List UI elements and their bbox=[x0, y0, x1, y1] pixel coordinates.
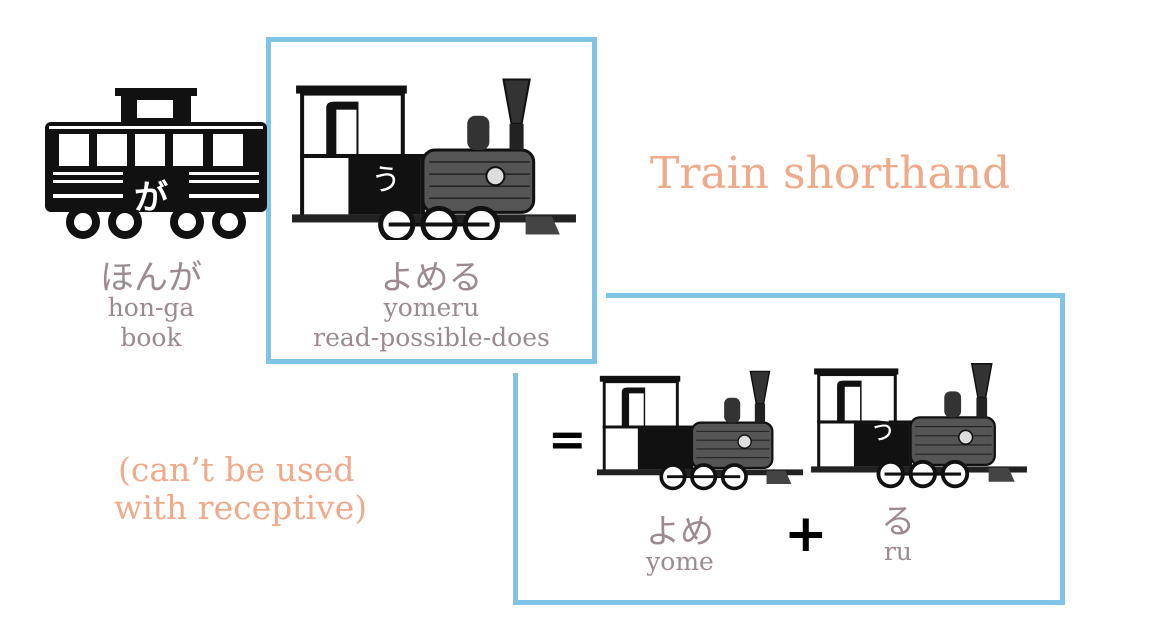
plus-sign: + bbox=[784, 504, 828, 564]
left-romaji: yome bbox=[646, 547, 714, 576]
engine-romaji: yomeru bbox=[383, 293, 480, 322]
slide-title: Train shorthand bbox=[650, 148, 1011, 199]
right-kana: る bbox=[881, 502, 915, 542]
left-kana: よめ bbox=[646, 512, 714, 552]
engine-glyph: う bbox=[371, 163, 401, 198]
equals-sign: = bbox=[548, 412, 587, 466]
note-line-1: (can’t be used bbox=[118, 450, 355, 489]
train-car-icon bbox=[45, 88, 267, 239]
engine-gloss: read-possible-does bbox=[313, 323, 550, 352]
locomotive-icon bbox=[288, 72, 580, 240]
car-romaji: hon-ga bbox=[107, 293, 195, 322]
car-glyph: が bbox=[134, 178, 168, 218]
car-gloss: book bbox=[120, 323, 182, 352]
left-glyph: う bbox=[658, 426, 682, 454]
car-kana: ほんが bbox=[100, 258, 202, 298]
right-romaji: ru bbox=[883, 537, 913, 566]
locomotive-icon-small bbox=[594, 362, 806, 492]
locomotive-icon-large bbox=[808, 348, 1030, 496]
note-line-2: with receptive) bbox=[114, 488, 368, 527]
engine-kana: よめる bbox=[380, 258, 483, 298]
right-glyph: う bbox=[869, 416, 896, 446]
